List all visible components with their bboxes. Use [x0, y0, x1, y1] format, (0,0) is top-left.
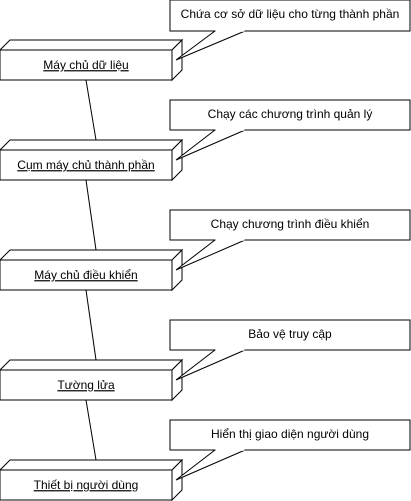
node-label: Tường lửa [57, 378, 115, 392]
node-firewall[interactable]: Tường lửa [0, 358, 184, 402]
note-pointer [175, 30, 246, 61]
note-callout-5[interactable]: Hiển thị giao diện người dùng [169, 419, 411, 481]
note-text: Chứa cơ sở dữ liệu cho từng thành phần [181, 7, 400, 21]
node-box-top [0, 39, 184, 51]
note-pointer [175, 239, 246, 271]
node-label: Thiết bị người dùng [34, 478, 139, 492]
note-callout-3[interactable]: Chạy chương trình điều khiển [169, 209, 411, 271]
connector-4-5 [85, 399, 97, 461]
note-callout-2[interactable]: Chạy các chương trình quản lý [169, 99, 411, 161]
node-box-front [0, 259, 173, 291]
note-box [169, 99, 411, 131]
node-label: Máy chủ điều khiển [34, 268, 137, 282]
note-pointer [175, 349, 246, 381]
node-connectors [85, 79, 97, 461]
note-box [169, 319, 411, 351]
node-box-front [0, 369, 173, 401]
node-label: Máy chủ dữ liệu [43, 58, 128, 72]
note-pointer [175, 129, 246, 161]
node-data-server[interactable]: Máy chủ dữ liệu [0, 38, 184, 82]
node-component-cluster[interactable]: Cụm máy chủ thành phần [0, 138, 184, 182]
note-callout-4[interactable]: Bảo vệ truy cập [169, 319, 411, 381]
note-text: Hiển thị giao diện người dùng [211, 427, 369, 441]
connector-2-3 [85, 179, 97, 251]
note-text: Bảo vệ truy cập [248, 327, 332, 341]
note-text: Chạy chương trình điều khiển [211, 217, 370, 231]
node-box-top [0, 139, 184, 151]
note-text: Chạy các chương trình quản lý [208, 107, 373, 121]
connector-1-2 [85, 79, 97, 141]
node-box-top [0, 459, 184, 471]
node-box-top [0, 359, 184, 371]
node-control-server[interactable]: Máy chủ điều khiển [0, 248, 184, 292]
note-pointer [175, 449, 246, 481]
node-label: Cụm máy chủ thành phần [17, 158, 154, 172]
node-box-front [0, 149, 173, 181]
node-box-front [0, 49, 173, 81]
note-callout-1[interactable]: Chứa cơ sở dữ liệu cho từng thành phần [169, 0, 411, 61]
note-box [169, 209, 411, 241]
node-box-top [0, 249, 184, 261]
node-user-device[interactable]: Thiết bị người dùng [0, 458, 184, 501]
note-box [169, 419, 411, 451]
note-box [169, 0, 411, 32]
node-box-front [0, 469, 173, 501]
connector-3-4 [85, 289, 97, 361]
